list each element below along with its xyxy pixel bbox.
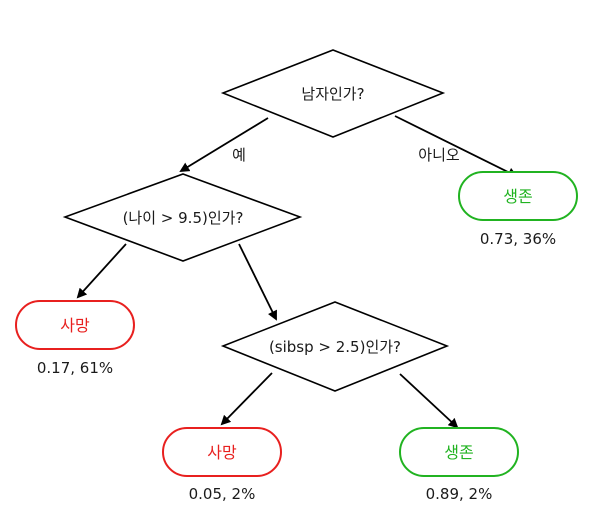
leaf-box: [162, 427, 282, 477]
decision-node-age: (나이 > 9.5)인가?: [62, 173, 303, 262]
decision-label: (sibsp > 2.5)인가?: [269, 338, 401, 356]
decision-diamond: [220, 301, 450, 392]
edge-label-yes: 예: [232, 146, 246, 164]
edge-label-no: 아니오: [418, 146, 460, 164]
edge-sibsp-to-survive: [399, 373, 459, 429]
leaf-box: [458, 171, 578, 221]
leaf-node-die-sibsp: 사망 0.05, 2%: [162, 427, 282, 503]
leaf-label: 사망: [60, 316, 90, 335]
leaf-stat: 0.89, 2%: [426, 485, 493, 503]
leaf-label: 생존: [444, 443, 473, 462]
leaf-node-survive-root: 생존 0.73, 36%: [458, 171, 578, 248]
decision-label: (나이 > 9.5)인가?: [123, 209, 244, 227]
leaf-node-survive-sibsp: 생존 0.89, 2%: [399, 427, 519, 503]
leaf-label: 사망: [207, 443, 237, 462]
edge-root-to-survive: [394, 115, 518, 177]
leaf-label: 생존: [503, 187, 532, 206]
decision-node-sibsp: (sibsp > 2.5)인가?: [220, 301, 450, 392]
edge-age-to-sibsp: [238, 243, 277, 321]
edge-root-to-age: [179, 117, 269, 173]
leaf-stat: 0.73, 36%: [480, 230, 556, 248]
decision-node-root: 남자인가?: [220, 49, 446, 138]
decision-diamond: [220, 49, 446, 138]
edge-sibsp-to-die: [220, 372, 273, 426]
decision-diamond: [62, 173, 303, 262]
leaf-stat: 0.05, 2%: [189, 485, 256, 503]
edge-age-to-die: [76, 243, 127, 299]
leaf-box: [15, 300, 135, 350]
leaf-stat: 0.17, 61%: [37, 359, 113, 377]
leaf-box: [399, 427, 519, 477]
leaf-node-die-age: 사망 0.17, 61%: [15, 300, 135, 377]
decision-label: 남자인가?: [301, 85, 364, 103]
